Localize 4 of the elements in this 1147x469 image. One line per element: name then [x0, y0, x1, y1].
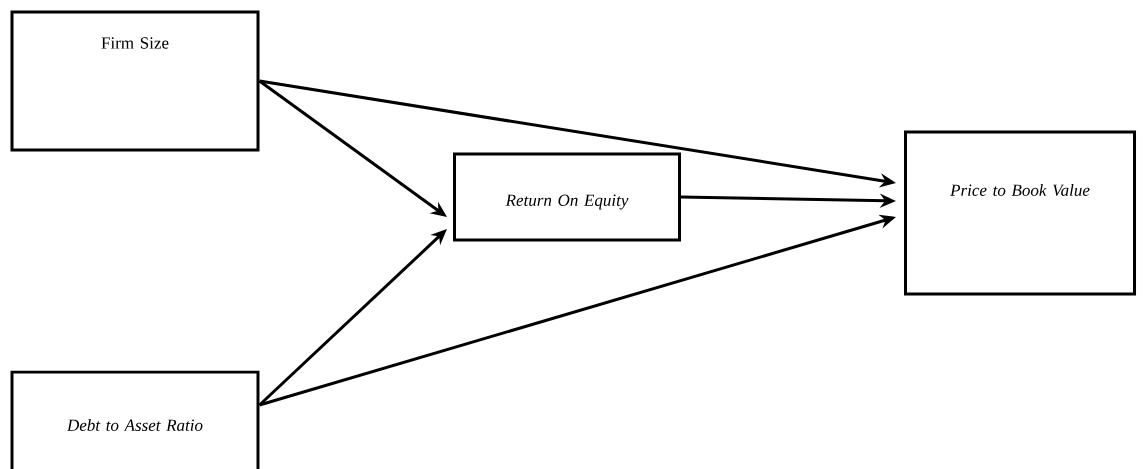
- box: Price to Book Value: [904, 130, 1136, 296]
- box: Return On Equity: [453, 152, 681, 242]
- box: Debt to Asset Ratio: [10, 370, 260, 469]
- box: Firm Size: [10, 10, 260, 152]
